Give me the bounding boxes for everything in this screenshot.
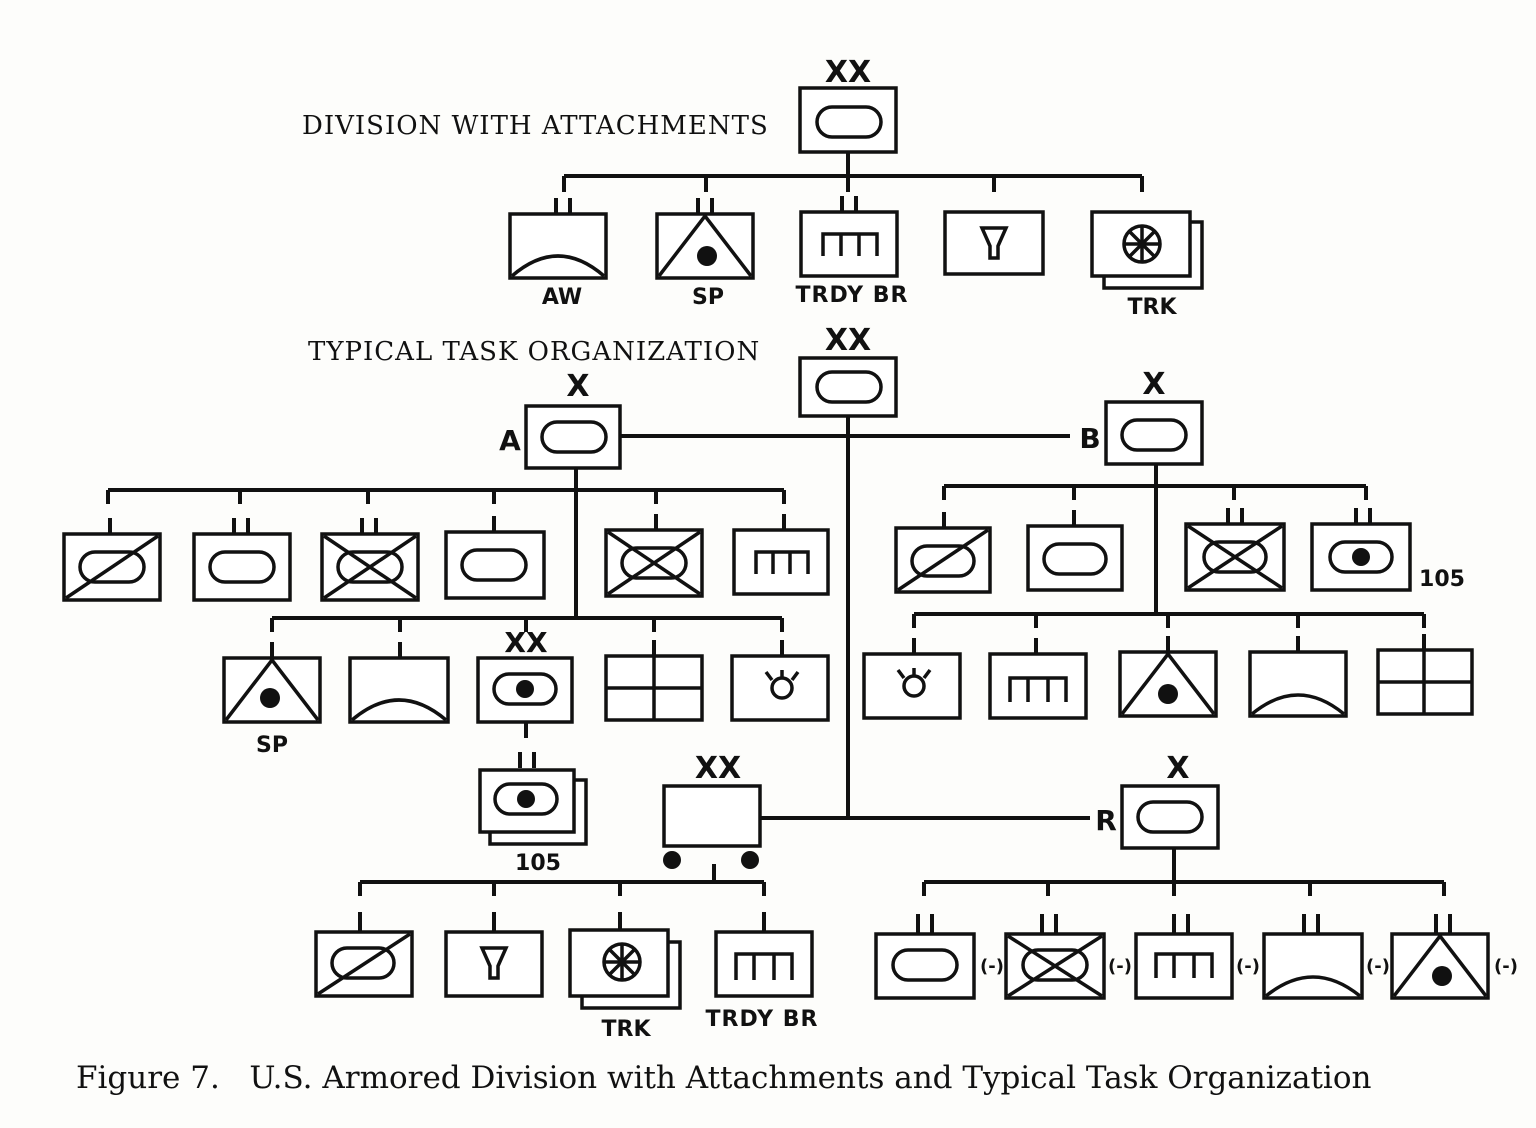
ccb-105-label: 105: [1419, 567, 1465, 592]
cca-medical: [604, 640, 704, 722]
cca-tank-battalion: [192, 518, 292, 602]
aw-unit: [508, 198, 608, 280]
ccr-designator: R: [1095, 804, 1117, 837]
aw-label: AW: [542, 285, 582, 310]
cca-div-arty-echelon: XX: [504, 626, 548, 659]
ccr-antiaircraft: [1262, 914, 1364, 1000]
division-echelon-task: XX: [825, 323, 871, 358]
ccb-designator: B: [1079, 422, 1100, 455]
ccr-hq: [1120, 784, 1220, 850]
division-trains: [662, 784, 762, 869]
ccr-armored-infantry-battalion: [1004, 914, 1106, 1000]
cca-antiaircraft: [348, 642, 450, 724]
ccr-engineer: [1134, 914, 1234, 1000]
trk-label: TRK: [1128, 295, 1178, 320]
cca-105-battalion: [478, 768, 588, 846]
truck-unit: [1090, 210, 1204, 290]
cca-engineer-company: [732, 514, 830, 596]
cca-armored-cavalry: [62, 518, 162, 602]
ccr-sp-reduced: (-): [1494, 956, 1518, 977]
division-spine: [620, 416, 1090, 820]
ccb-hq: [1104, 400, 1204, 466]
chemical-unit: [943, 210, 1045, 276]
ccr-engineer-reduced: (-): [1236, 956, 1260, 977]
ccb-armored-cavalry: [894, 512, 992, 594]
ccr-tank-battalion: [874, 914, 976, 1000]
task-org-title: TYPICAL TASK ORGANIZATION: [308, 337, 760, 367]
cca-sp-label: SP: [256, 733, 288, 758]
ccb-connectors: [912, 464, 1426, 628]
cca-armored-infantry-battalion: [320, 518, 420, 602]
ccr-connectors: [922, 848, 1446, 896]
cca-105-label: 105: [515, 851, 561, 876]
attachments-title: DIVISION WITH ATTACHMENTS: [302, 111, 769, 141]
ccb-medical: [1376, 634, 1474, 716]
trains-trk-label: TRK: [602, 1017, 652, 1042]
trains-echelon: XX: [695, 751, 741, 786]
cca-tank-company: [444, 516, 546, 600]
ccb-tank-company: [1026, 510, 1124, 592]
attachments-connectors: [562, 152, 1144, 192]
cca-ordnance: [730, 640, 830, 722]
ccb-105-battalion: [1310, 508, 1412, 592]
ccb-armored-infantry-battalion: [1184, 508, 1286, 592]
ccb-engineer-company: [988, 638, 1088, 720]
ccb-ordnance: [862, 638, 962, 720]
trains-trdy-br-label: TRDY BR: [706, 1007, 819, 1032]
ccb-sp-artillery: [1118, 636, 1218, 718]
ccr-aa-reduced: (-): [1366, 956, 1390, 977]
trdy-br-label: TRDY BR: [796, 283, 909, 308]
ccr-echelon: X: [1166, 751, 1189, 786]
ccr-tank-reduced: (-): [980, 956, 1004, 977]
cca-armored-infantry-company: [604, 514, 704, 598]
trains-treadway-bridge: [714, 912, 814, 998]
cca-echelon: X: [566, 369, 589, 404]
sp-artillery-unit: [655, 198, 755, 280]
ccb-echelon: X: [1142, 367, 1165, 402]
division-echelon-top: XX: [825, 55, 871, 90]
ccr-sp-artillery: [1390, 914, 1490, 1000]
cca-105-battalion-connector: [518, 722, 536, 768]
trains-chemical: [444, 912, 544, 998]
trains-truck: [568, 912, 682, 1010]
cca-sp-artillery: [222, 642, 322, 724]
ccb-antiaircraft: [1248, 636, 1348, 718]
division-hq-top: [798, 86, 898, 154]
trains-armored-cavalry: [314, 912, 414, 998]
sp-label: SP: [692, 285, 724, 310]
cca-hq: [524, 404, 622, 470]
figure-caption: Figure 7. U.S. Armored Division with Att…: [76, 1060, 1372, 1096]
cca-division-artillery: [476, 656, 574, 724]
division-hq-task: [798, 356, 898, 418]
trains-connectors: [358, 864, 766, 896]
cca-connectors: [106, 468, 786, 632]
treadway-bridge-unit: [799, 196, 899, 278]
cca-designator: A: [499, 424, 521, 457]
ccr-infantry-reduced: (-): [1108, 956, 1132, 977]
